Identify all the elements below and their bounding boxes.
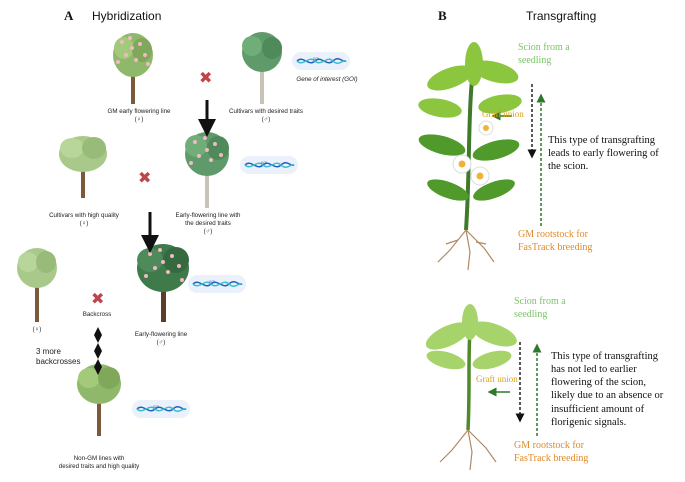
non-gm-label: Non-GM lines with desired traits and hig… [58,455,140,470]
non-flowering-plant-bottom [425,304,517,471]
cross-icon-2: ✖ [138,168,152,187]
scion-label-top: Scion from a seedling [518,42,570,66]
early-desired-label: Early-flowering line with the desired tr… [175,212,241,235]
female-parent-tree [17,248,57,322]
backcross-label: Backcross [82,311,112,318]
goi-label: Gene of interest (GOI) [296,76,358,83]
gene-tag-4: GOI [152,405,160,409]
cultivar-quality-tree [59,136,107,198]
gene-tag-2: GOI [260,161,268,165]
cross-icon-3: ✖ [91,289,105,308]
scion-label-bottom: Scion from a seedling [514,296,566,320]
cultivars-desired-label: Cultivars with desired traits (♂) [229,108,303,123]
cultivar-desired-tree [242,32,282,104]
dna-badge-top [292,52,350,70]
dna-badge-low [188,275,246,293]
more-backcrosses-label: 3 more backcrosses [36,347,81,366]
panel-b-title: Transgrafting [526,9,597,23]
panel-a-title: Hybridization [92,9,162,23]
backcross-chain-arrows [94,327,102,375]
early-flowering-tree [137,244,189,322]
graft-union-label-bottom: Graft union [476,374,518,384]
graft-union-label-top: Graft union [482,109,524,119]
non-gm-tree [77,364,121,436]
panel-a-letter: A [64,8,74,23]
rootstock-label-top: GM rootstock for FasTrack breeding [518,229,593,253]
rootstock-label-bottom: GM rootstock for FasTrack breeding [514,440,589,464]
transgraft-text-bottom: This type of transgrafting has not led t… [551,351,664,428]
gene-tag-3: GOI [208,280,216,284]
female-symbol-label: (♀) [32,326,42,333]
panel-b-letter: B [438,8,447,23]
flowering-plant-top [418,42,522,271]
dna-badge-mid [240,156,298,174]
cross-icon-1: ✖ [199,68,213,87]
gm-early-line-label: GM early flowering line (♀) [107,108,171,123]
early-desired-tree [185,132,229,208]
early-line-label: Early-flowering line (♂) [134,331,188,346]
gm-early-flowering-tree [113,33,153,104]
gene-tag-1: GOI [312,57,320,61]
transgraft-text-top: This type of transgrafting leads to earl… [548,135,659,173]
dna-badge-bottom [132,400,190,418]
cultivars-quality-label: Cultivars with high quality (♀) [49,212,119,227]
